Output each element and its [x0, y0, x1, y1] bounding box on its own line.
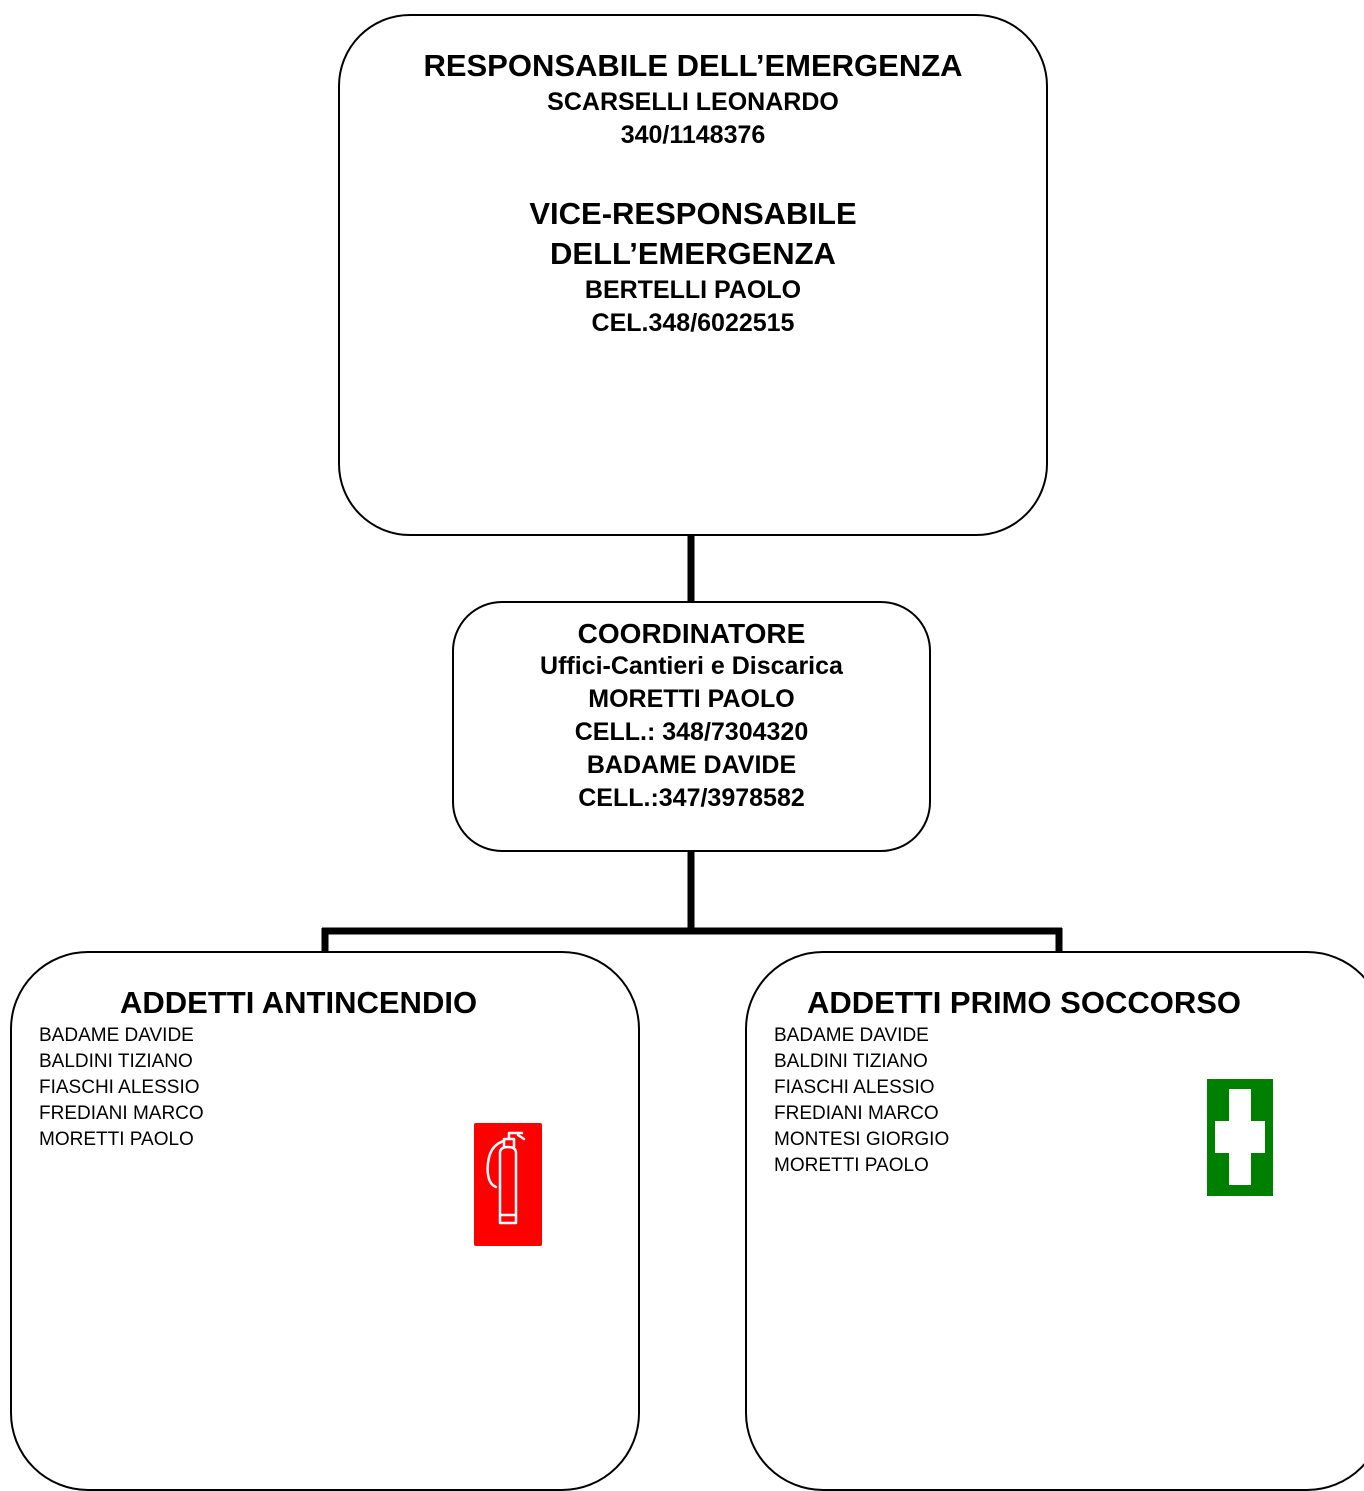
list-item: FIASCHI ALESSIO: [39, 1077, 200, 1098]
first-aid-cross-icon: [1207, 1079, 1273, 1196]
emergency-manager-box: RESPONSABILE DELL’EMERGENZA SCARSELLI LE…: [338, 14, 1048, 536]
list-item: BADAME DAVIDE: [39, 1025, 194, 1046]
list-item: BALDINI TIZIANO: [774, 1051, 928, 1072]
list-item: BADAME DAVIDE: [774, 1025, 929, 1046]
coordinator-title: COORDINATORE: [577, 618, 806, 649]
coordinator-name-1: MORETTI PAOLO: [588, 685, 795, 713]
fire-team-list: BADAME DAVIDE BALDINI TIZIANO FIASCHI AL…: [12, 1023, 638, 1153]
coordinator-name-2: BADAME DAVIDE: [586, 751, 797, 779]
fire-team-title: ADDETTI ANTINCENDIO: [120, 985, 478, 1020]
spacer: [340, 152, 1046, 194]
first-aid-team-box: ADDETTI PRIMO SOCCORSO BADAME DAVIDE BAL…: [745, 951, 1364, 1491]
coordinator-subtitle: Uffici-Cantieri e Discarica: [540, 652, 843, 680]
coordinator-phone-1: CELL.: 348/7304320: [574, 718, 809, 746]
vice-manager-title-line2: DELL’EMERGENZA: [550, 236, 836, 271]
list-item: BALDINI TIZIANO: [39, 1051, 193, 1072]
first-aid-team-list: BADAME DAVIDE BALDINI TIZIANO FIASCHI AL…: [747, 1023, 1364, 1179]
list-item: MORETTI PAOLO: [774, 1155, 929, 1176]
emergency-manager-phone: 340/1148376: [620, 121, 766, 149]
fire-team-box: ADDETTI ANTINCENDIO BADAME DAVIDE BALDIN…: [10, 951, 640, 1491]
list-item: FREDIANI MARCO: [774, 1103, 939, 1124]
list-item: MORETTI PAOLO: [39, 1129, 194, 1150]
fire-extinguisher-background: [474, 1123, 542, 1246]
vice-manager-title-line1: VICE-RESPONSABILE: [529, 196, 857, 231]
first-aid-team-title: ADDETTI PRIMO SOCCORSO: [807, 985, 1242, 1020]
list-item: FIASCHI ALESSIO: [774, 1077, 935, 1098]
white-cross: [1215, 1089, 1265, 1185]
list-item: MONTESI GIORGIO: [774, 1129, 950, 1150]
vice-manager-phone: CEL.348/6022515: [591, 309, 795, 337]
list-item: FREDIANI MARCO: [39, 1103, 204, 1124]
vice-manager-name: BERTELLI PAOLO: [584, 276, 802, 304]
fire-extinguisher-icon: [474, 1123, 542, 1246]
emergency-manager-name: SCARSELLI LEONARDO: [547, 88, 839, 116]
coordinator-box: COORDINATORE Uffici-Cantieri e Discarica…: [452, 601, 931, 852]
coordinator-phone-2: CELL.:347/3978582: [578, 784, 805, 812]
emergency-manager-title: RESPONSABILE DELL’EMERGENZA: [423, 48, 963, 83]
